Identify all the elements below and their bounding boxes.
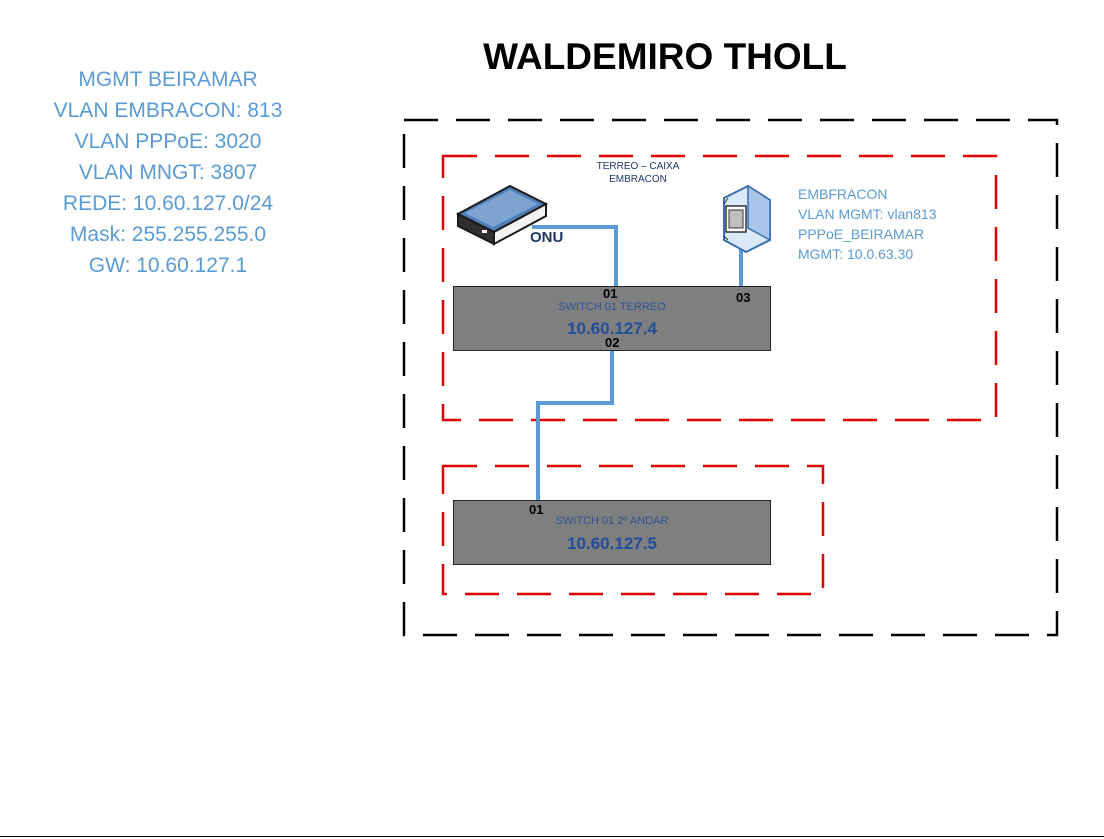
switch-terreo-port-03: 03 (736, 290, 751, 305)
link-onu-switch-terreo (532, 225, 618, 288)
switch-2andar-ip: 10.60.127.5 (567, 534, 657, 553)
ap-vlan-mgmt: VLAN MGMT: vlan813 (798, 206, 937, 222)
switch-terreo-port-02: 02 (605, 335, 620, 350)
network-info-block: MGMT BEIRAMAR VLAN EMBRACON: 813 VLAN PP… (28, 64, 308, 281)
info-line-vlan-embracon: VLAN EMBRACON: 813 (53, 99, 283, 122)
access-point-icon (723, 184, 771, 254)
switch-2andar: SWITCH 01 2º ANDAR 10.60.127.5 (453, 500, 771, 565)
zone-2andar-boundary (441, 464, 825, 596)
zone-terreo-boundary (441, 154, 998, 422)
switch-terreo: SWITCH 01 TERREO 10.60.127.4 (453, 286, 771, 351)
switch-2andar-name: SWITCH 01 2º ANDAR (555, 515, 669, 527)
link-switch-terreo-switch-2andar (536, 350, 614, 500)
zone-terreo-label-line2: EMBRACON (609, 174, 667, 185)
onu-label: ONU (530, 229, 564, 246)
ap-mgmt-ip: MGMT: 10.0.63.30 (798, 246, 914, 262)
info-line-rede: REDE: 10.60.127.0/24 (62, 192, 274, 215)
bottom-rule (0, 836, 1104, 837)
info-line-mgmt: MGMT BEIRAMAR (78, 68, 258, 91)
page-title: WALDEMIRO THOLL (483, 36, 847, 77)
access-point-info: EMBFRACON VLAN MGMT: vlan813 PPPoE_BEIRA… (798, 184, 937, 264)
info-line-gw: GW: 10.60.127.1 (88, 254, 248, 277)
zone-terreo-label: TERREO – CAIXA EMBRACON (590, 160, 686, 186)
switch-terreo-port-01: 01 (603, 286, 618, 301)
ap-name: EMBFRACON (798, 186, 888, 202)
building-boundary (402, 118, 1059, 637)
switch-terreo-name: SWITCH 01 TERREO (558, 301, 666, 313)
ap-pppoe: PPPoE_BEIRAMAR (798, 226, 925, 242)
info-line-vlan-mngt: VLAN MNGT: 3807 (78, 161, 258, 184)
zone-terreo-label-line1: TERREO – CAIXA (596, 161, 680, 172)
switch-terreo-ip: 10.60.127.4 (567, 319, 657, 338)
info-line-mask: Mask: 255.255.255.0 (69, 223, 267, 246)
info-line-vlan-pppoe: VLAN PPPoE: 3020 (74, 130, 262, 153)
switch-2andar-port-01: 01 (529, 502, 544, 517)
onu-router-icon (455, 184, 549, 246)
